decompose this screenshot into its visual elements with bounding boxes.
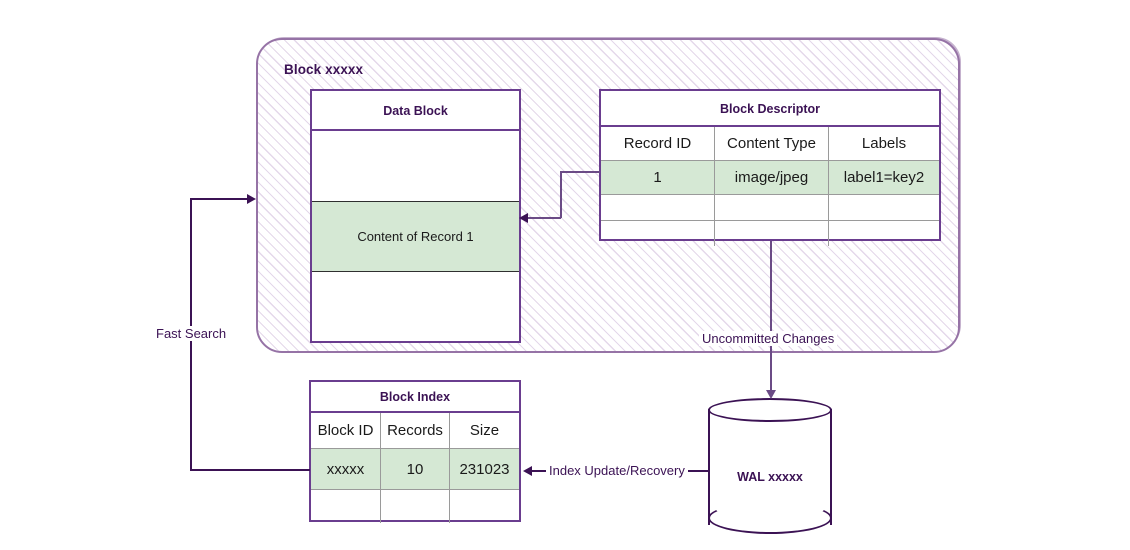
table-row [311,489,519,523]
block-index-title: Block Index [311,382,519,413]
connector-descriptor-to-datablock-seg2 [560,171,562,218]
cell-size [450,490,519,523]
column-header-size: Size [469,422,500,439]
table-row: xxxxx 10 231023 [311,448,519,489]
cell-labels [829,221,939,246]
cell-content-type [715,195,829,220]
cell-content-type [715,221,829,246]
data-block-row [312,271,519,341]
cell-size: 231023 [450,449,519,489]
edge-label-fast-search: Fast Search [153,326,230,341]
cylinder-bottom-ellipse [708,502,832,534]
connector-descriptor-to-wal [770,241,772,391]
wal-cylinder: WAL xxxxx [708,398,832,536]
column-header-labels: Labels [861,135,907,152]
cylinder-top-ellipse [708,398,832,422]
arrowhead-to-datablock [519,213,528,223]
connector-descriptor-to-datablock-seg3 [528,217,561,219]
table-header-row: Block ID Records Size [311,413,519,448]
edge-label-uncommitted-changes: Uncommitted Changes [699,331,838,346]
arrowhead-to-block-container [247,194,256,204]
block-descriptor-title: Block Descriptor [601,91,939,127]
edge-label-index-update-recovery: Index Update/Recovery [546,463,688,478]
column-header-records: Records [381,413,450,448]
table-row: 1 image/jpeg label1=key2 [601,160,939,194]
block-index-panel: Block Index Block ID Records Size xxxxx … [309,380,521,523]
table-header-row: Record ID Content Type Labels [601,127,939,160]
data-block-title: Data Block [312,91,519,131]
cell-content-type: image/jpeg [715,161,829,194]
wal-label: WAL xxxxx [737,470,803,484]
column-header-content-type: Content Type [715,127,829,160]
cell-block-id: xxxxx [311,449,381,489]
cell-block-id [311,490,381,523]
connector-fast-search-seg1 [190,469,310,471]
data-block-panel: Data Block Content of Record 1 [310,89,521,343]
column-header-block-id: Block ID [311,413,381,448]
table-row [601,194,939,220]
table-row [601,220,939,246]
column-header-record-id: Record ID [601,127,715,160]
cell-record-id: 1 [601,161,715,194]
arrowhead-to-wal [766,390,776,399]
cell-records: 10 [381,449,450,489]
data-block-row [312,131,519,201]
arrowhead-to-block-index [523,466,532,476]
cell-labels [829,195,939,220]
connector-fast-search-seg3 [190,198,248,200]
data-block-row-highlighted: Content of Record 1 [312,201,519,271]
cell-record-id [601,221,715,246]
block-container-title: Block xxxxx [284,62,364,77]
cell-labels: label1=key2 [829,161,939,194]
connector-descriptor-to-datablock-seg1 [560,171,600,173]
cell-record-id [601,195,715,220]
block-descriptor-panel: Block Descriptor Record ID Content Type … [599,89,941,246]
cell-records [381,490,450,523]
